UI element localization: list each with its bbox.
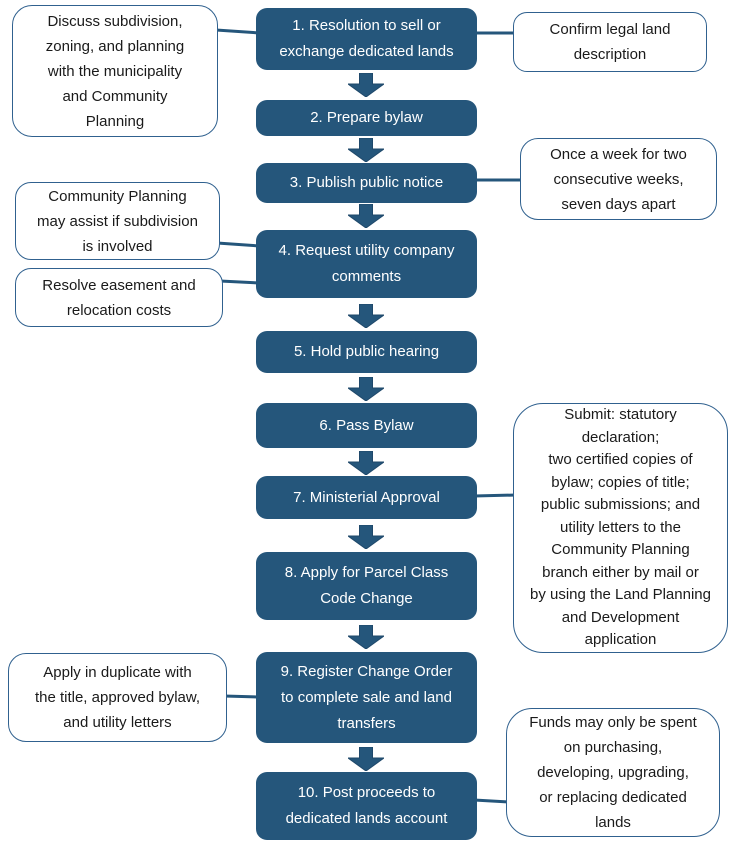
down-arrow-icon: [348, 747, 384, 771]
down-arrow-icon: [348, 304, 384, 328]
step-label: 10. Post proceeds to dedicated lands acc…: [285, 784, 448, 827]
step-label: 2. Prepare bylaw: [310, 109, 423, 126]
step-label: 6. Pass Bylaw: [319, 416, 414, 434]
connector-note-left2-step4: [216, 241, 261, 248]
step-label: 7. Ministerial Approval: [293, 488, 440, 506]
step-10-post-proceeds: 10. Post proceeds to dedicated lands acc…: [256, 772, 477, 840]
step-7-ministerial-approval: 7. Ministerial Approval: [256, 476, 477, 519]
step-label: 5. Hold public hearing: [293, 343, 440, 360]
note-text: Community Planning may assist if subdivi…: [37, 187, 198, 255]
connector-step10-note-right4: [473, 798, 510, 804]
connector-note-left1-step1: [215, 28, 261, 35]
down-arrow-icon: [348, 525, 384, 549]
connector-step7-note-right3: [473, 493, 517, 498]
step-label: 1. Resolution to sell or exchange dedica…: [279, 17, 454, 60]
step-label: 3. Publish public notice: [289, 174, 444, 191]
note-once-a-week: Once a week for two consecutive weeks, s…: [520, 138, 717, 220]
note-community-planning-assist: Community Planning may assist if subdivi…: [15, 182, 220, 260]
note-text: Confirm legal land description: [549, 21, 671, 63]
step-label: 9. Register Change Order to complete sal…: [280, 662, 453, 732]
step-label: 4. Request utility company comments: [278, 242, 455, 285]
down-arrow-icon: [348, 377, 384, 401]
step-2-prepare-bylaw: 2. Prepare bylaw: [256, 100, 477, 136]
note-funds-spending-rules: Funds may only be spent on purchasing, d…: [506, 708, 720, 837]
note-discuss-subdivision: Discuss subdivision, zoning, and plannin…: [12, 5, 218, 137]
note-text: Resolve easement and relocation costs: [42, 276, 196, 319]
down-arrow-icon: [348, 451, 384, 475]
down-arrow-icon: [348, 204, 384, 228]
note-submit-documents: Submit: statutory declaration; two certi…: [513, 403, 728, 653]
note-text: Funds may only be spent on purchasing, d…: [529, 714, 697, 831]
step-3-publish-notice: 3. Publish public notice: [256, 163, 477, 203]
note-resolve-easement: Resolve easement and relocation costs: [15, 268, 223, 327]
step-5-public-hearing: 5. Hold public hearing: [256, 331, 477, 373]
down-arrow-icon: [348, 138, 384, 162]
note-apply-in-duplicate: Apply in duplicate with the title, appro…: [8, 653, 227, 742]
note-text: Discuss subdivision, zoning, and plannin…: [45, 12, 185, 130]
connector-note-left4-step9: [223, 694, 259, 699]
step-8-parcel-class-code: 8. Apply for Parcel Class Code Change: [256, 552, 477, 620]
note-text: Apply in duplicate with the title, appro…: [34, 664, 201, 731]
down-arrow-icon: [348, 625, 384, 649]
step-label: 8. Apply for Parcel Class Code Change: [284, 564, 449, 607]
down-arrow-icon: [348, 73, 384, 97]
connector-note-left3-step4: [219, 279, 261, 285]
step-9-register-change-order: 9. Register Change Order to complete sal…: [256, 652, 477, 743]
note-confirm-legal-description: Confirm legal land description: [513, 12, 707, 72]
note-text: Submit: statutory declaration; two certi…: [530, 406, 711, 649]
step-1-resolution: 1. Resolution to sell or exchange dedica…: [256, 8, 477, 70]
note-text: Once a week for two consecutive weeks, s…: [550, 145, 687, 213]
step-4-utility-comments: 4. Request utility company comments: [256, 230, 477, 298]
step-6-pass-bylaw: 6. Pass Bylaw: [256, 403, 477, 448]
